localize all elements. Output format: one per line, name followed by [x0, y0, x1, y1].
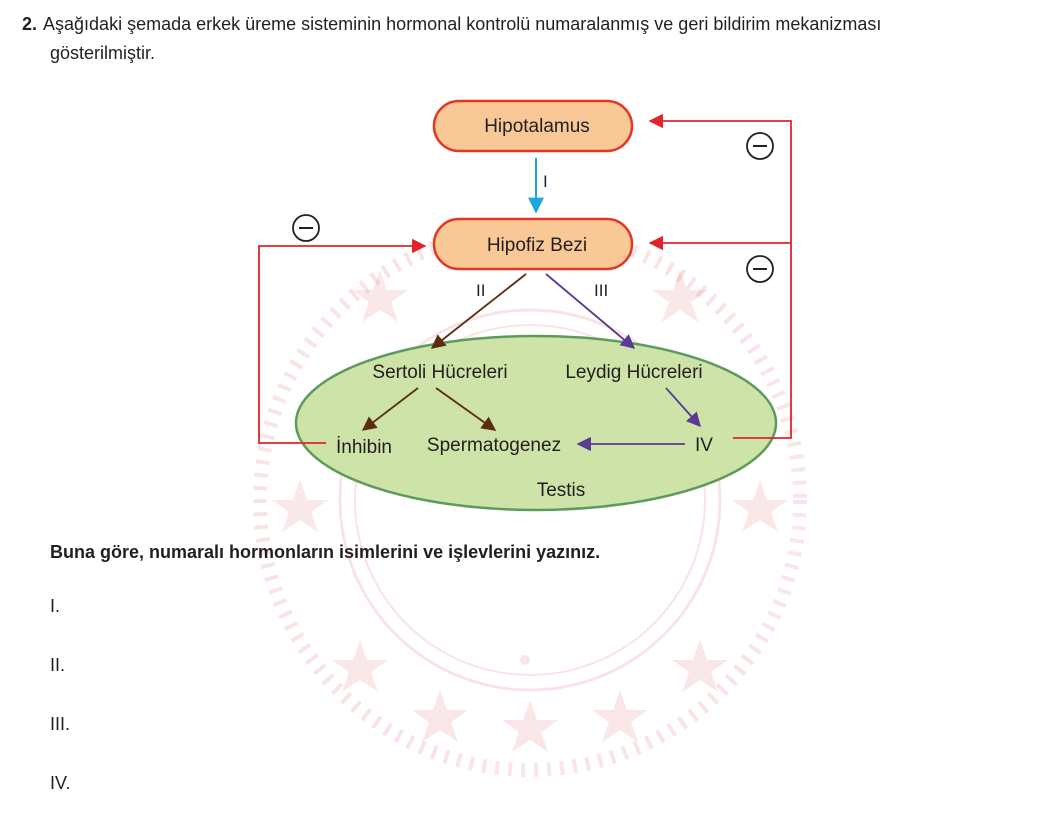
IV-label: IV — [695, 435, 713, 456]
question-prompt: Buna göre, numaralı hormonların isimleri… — [50, 542, 601, 562]
hipotalamus-box — [432, 99, 634, 153]
question-number: 2. — [22, 14, 38, 34]
answer-line-I[interactable]: I. — [50, 596, 61, 616]
arrow-label-II: II — [476, 281, 485, 300]
arrow-label-III: III — [594, 281, 608, 300]
answer-line-IV[interactable]: IV. — [50, 773, 71, 793]
answer-line-II[interactable]: II. — [50, 655, 66, 675]
sertoli-label: Sertoli Hücreleri — [372, 362, 507, 383]
hipofiz-label: Hipofiz Bezi — [487, 235, 587, 256]
feedback-inhibin-hipofiz — [258, 238, 427, 444]
minus-icon-top-right — [746, 132, 774, 160]
spermatogenez-label: Spermatogenez — [427, 435, 561, 456]
hipofiz-box — [432, 217, 634, 271]
minus-icon-left — [292, 214, 320, 242]
arrow-sertoli-inhibin — [361, 387, 419, 431]
arrow-III — [545, 273, 636, 349]
leydig-label: Leydig Hücreleri — [565, 362, 702, 383]
testis-ellipse — [294, 334, 778, 512]
question-text: 2.Aşağıdaki şemada erkek üreme sistemini… — [22, 10, 1032, 68]
feedback-IV-hipotalamus — [648, 113, 792, 439]
arrow-label-I: I — [543, 172, 548, 191]
minus-icon-mid-right — [746, 255, 774, 283]
inhibin-label: İnhibin — [336, 437, 392, 458]
arrow-sertoli-spermatogenez — [435, 387, 497, 431]
arrow-II — [430, 273, 527, 349]
question-line-1: Aşağıdaki şemada erkek üreme sisteminin … — [43, 14, 882, 34]
hipotalamus-label: Hipotalamus — [484, 116, 590, 137]
answer-line-III[interactable]: III. — [50, 714, 71, 734]
arrow-leydig-IV — [665, 387, 701, 428]
question-line-2: gösterilmiştir. — [50, 43, 156, 63]
testis-label: Testis — [537, 480, 586, 501]
